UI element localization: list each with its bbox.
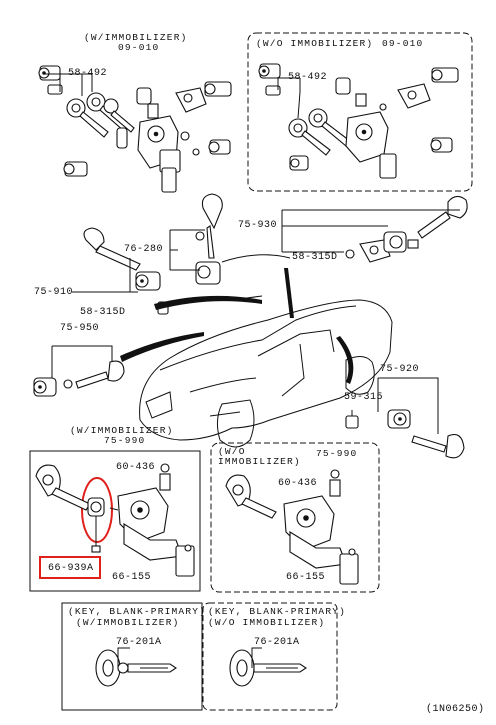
part-label-66-155-a: 66-155 — [112, 572, 152, 583]
lock-set-without-immobilizer — [258, 63, 459, 179]
part-label-75-930: 75-930 — [238, 220, 278, 231]
lock-set-with-immobilizer — [38, 65, 232, 193]
part-label-76-201a-a: 76-201A — [116, 637, 162, 648]
ignition-switch-with-immobilizer — [35, 463, 195, 577]
switch-highlight-circle — [81, 477, 113, 543]
without-immobilizer-top-frame — [247, 32, 473, 192]
label-highlight-box — [39, 556, 101, 579]
part-label-76-280: 76-280 — [124, 244, 164, 255]
part-label-60-436-a: 60-436 — [116, 462, 156, 473]
part-label-75-910: 75-910 — [34, 287, 74, 298]
cylinder-75-920 — [345, 377, 465, 459]
section-title-top-without-immobilizer: (W/O IMMOBILIZER) — [256, 38, 374, 49]
car-outline — [120, 254, 393, 448]
part-label-76-201a-b: 76-201A — [254, 637, 300, 648]
section-title-mid-with-immobilizer: (W/IMMOBILIZER) — [70, 425, 174, 436]
part-label-58-315d-a: 58-315D — [292, 252, 338, 263]
key-with-immobilizer-frame — [61, 602, 203, 711]
door-cylinder-75-910 — [72, 258, 169, 315]
ignition-switch-without-immobilizer — [225, 469, 359, 585]
key-section-title-without-l1: (KEY, BLANK-PRIMARY) — [208, 606, 347, 617]
keys-76-280 — [83, 193, 223, 285]
part-label-58-492-b: 58-492 — [288, 72, 328, 83]
section-code-mid-with-immobilizer: 75-990 — [104, 435, 146, 446]
key-without-immobilizer-frame — [202, 602, 338, 711]
part-label-58-492-a: 58-492 — [68, 68, 108, 79]
key-section-title-with-l2: (W/IMMOBILIZER) — [76, 617, 180, 628]
section-code-top-without-immobilizer: 09-010 — [382, 38, 424, 49]
diagram-reference-code: (1N06250) — [426, 704, 485, 715]
blank-key-with-immobilizer — [95, 647, 177, 687]
part-label-58-315d-b: 58-315D — [80, 307, 126, 318]
trunk-cylinder-75-930 — [281, 195, 468, 263]
part-label-66-939a: 66-939A — [48, 563, 94, 574]
part-label-75-950: 75-950 — [60, 323, 100, 334]
section-code-top-with-immobilizer: 09-010 — [118, 42, 160, 53]
part-label-59-315: 59-315 — [344, 392, 384, 403]
section-title-mid-without-immobilizer-l2: IMMOBILIZER) — [218, 456, 301, 467]
without-immobilizer-mid-frame — [210, 442, 380, 593]
key-section-title-with-l1: (KEY, BLANK-PRIMARY) — [68, 606, 207, 617]
lock-cylinder-75-950 — [33, 345, 125, 397]
part-label-60-436-b: 60-436 — [278, 478, 318, 489]
with-immobilizer-mid-frame — [29, 450, 201, 592]
part-label-66-155-b: 66-155 — [286, 572, 326, 583]
part-label-75-920: 75-920 — [380, 364, 420, 375]
section-code-mid-without-immobilizer: 75-990 — [316, 448, 358, 459]
key-section-title-without-l2: (W/O IMMOBILIZER) — [208, 617, 326, 628]
section-title-top-with-immobilizer: (W/IMMOBILIZER) — [84, 32, 188, 43]
section-title-mid-without-immobilizer-l1: (W/O — [218, 446, 246, 457]
blank-key-without-immobilizer — [229, 647, 307, 687]
